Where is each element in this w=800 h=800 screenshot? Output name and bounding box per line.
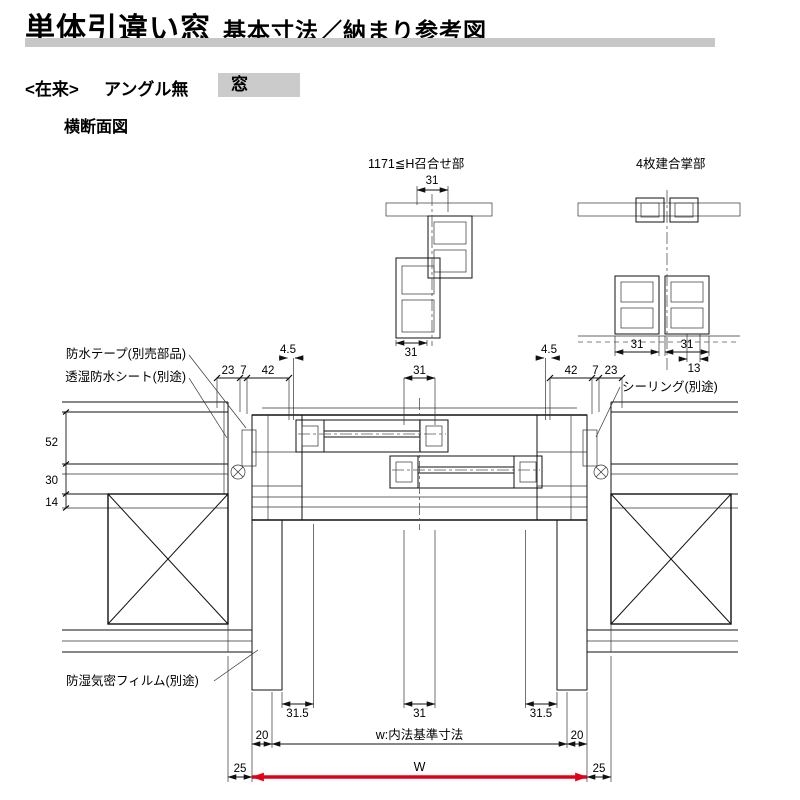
tag-window: 窓 xyxy=(218,73,300,97)
dim-left-42: 42 xyxy=(262,365,275,377)
wall-left xyxy=(62,401,252,653)
dim-detail-bottom-31: 31 xyxy=(405,347,418,359)
dim-gap-left-45: 4.5 xyxy=(280,344,296,356)
title-underline-bar xyxy=(25,38,715,47)
dim-wall-52: 52 xyxy=(45,437,58,449)
dim-joint-31-left: 31 xyxy=(631,339,644,351)
label-four-panel-joint: 4枚建合掌部 xyxy=(636,156,705,171)
tag-no-angle: アングル無 xyxy=(104,80,189,99)
dim-right-23: 23 xyxy=(605,365,618,377)
label-moisture-film: 防湿気密フィルム(別途) xyxy=(66,673,199,688)
dim-bottom-31: 31 xyxy=(413,708,426,720)
wall-right xyxy=(587,401,738,653)
dim-wall-14: 14 xyxy=(45,497,58,509)
dim-right-7: 7 xyxy=(592,365,598,377)
annotations: 1171≦H召合せ部 4枚建合掌部 防水テープ(別売部品) 透湿防水シート(別途… xyxy=(65,156,718,688)
dimensions: 23 7 42 42 7 23 31 4.5 xyxy=(45,344,626,782)
meeting-stile-detail: 31 31 xyxy=(385,175,493,359)
four-panel-detail: 31 31 13 xyxy=(577,190,741,375)
window-frame xyxy=(230,398,609,530)
dim-bottom-20-left: 20 xyxy=(256,730,269,742)
label-w-outer: W xyxy=(414,760,426,774)
furring-strips xyxy=(251,519,588,691)
dim-left-23: 23 xyxy=(222,365,235,377)
label-sealing: シーリング(別途) xyxy=(622,379,718,394)
dim-joint-13: 13 xyxy=(688,363,701,375)
dim-bottom-315-left: 31.5 xyxy=(286,708,308,720)
dim-detail-top-31: 31 xyxy=(426,175,439,187)
dim-right-42: 42 xyxy=(565,365,578,377)
dim-left-7: 7 xyxy=(240,365,246,377)
dim-center-31: 31 xyxy=(413,365,426,377)
dim-wall-30: 30 xyxy=(45,475,58,487)
dim-gap-right-45: 4.5 xyxy=(541,344,557,356)
section-title: 横断面図 xyxy=(64,119,129,136)
dim-bottom-25-left: 25 xyxy=(234,763,247,775)
dim-bottom-25-right: 25 xyxy=(593,763,606,775)
tag-conventional: <在来> xyxy=(25,80,79,99)
label-waterproof-tape: 防水テープ(別売部品) xyxy=(66,346,186,361)
dim-bottom-20-right: 20 xyxy=(571,730,584,742)
label-w-inner: w:内法基準寸法 xyxy=(375,727,464,742)
label-meeting-stile: 1171≦H召合せ部 xyxy=(368,156,464,171)
label-breathable-sheet: 透湿防水シート(別途) xyxy=(65,369,186,384)
dim-bottom-315-right: 31.5 xyxy=(530,708,552,720)
